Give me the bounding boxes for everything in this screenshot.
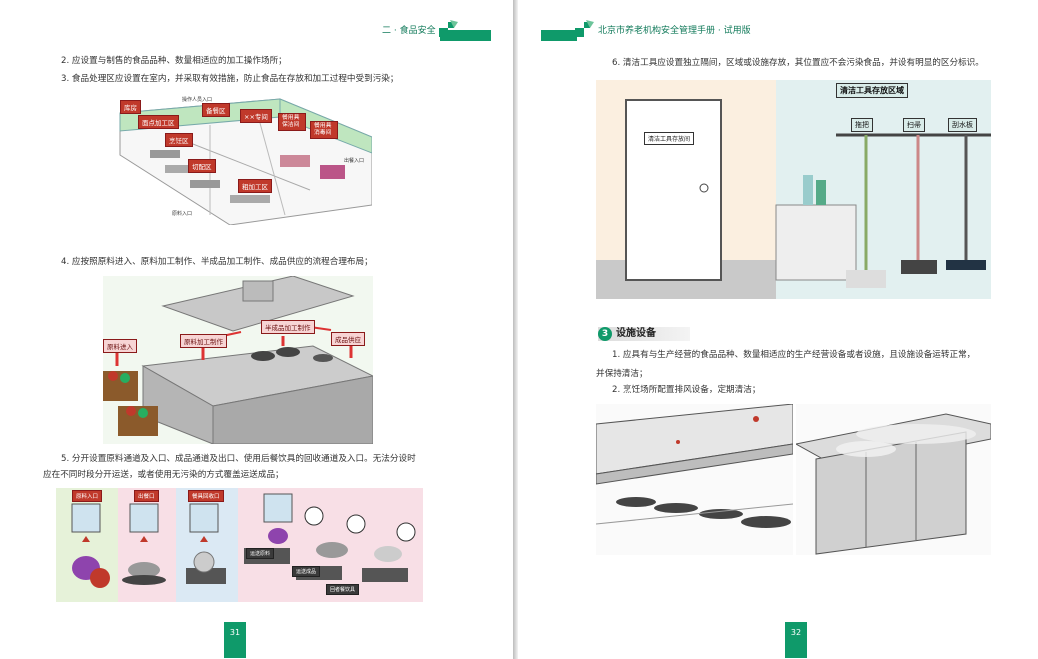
page-number: 32 [785,622,807,658]
label-door-raw: 原料入口 [72,490,103,502]
label-semi-processing: 半成品加工制作 [261,320,315,334]
label-storeroom: 库房 [120,100,141,114]
label-cutting: 切配区 [188,159,216,173]
header-title: 二 · 食品安全 [382,26,436,36]
workflow-figure: 原料进入 原料加工制作 半成品加工制作 成品供应 [103,276,373,444]
label-utensil-cleaning: 餐用具保洁间 [278,113,306,131]
door-sign: 清洁工具存放间 [644,132,695,145]
left-page: 二 · 食品安全 2. 应设置与制售的食品品种、数量相适应的加工操作场所； 3.… [0,0,513,659]
label-raw-input: 原料进入 [103,339,137,353]
tag-transport-raw: 运送原料 [246,548,275,559]
section-title: 设施设备 [616,328,656,339]
exhaust-hood-figure-2 [796,404,991,555]
label-door-meal: 出餐口 [134,490,159,502]
text-line-5: 应在不同时段分开运送，或者使用无污染的方式覆盖运送成品； [43,470,284,480]
label-mop: 拖把 [851,118,873,132]
kitchen-layout-figure: 库房 备餐区 ××专间 餐用具保洁间 餐用具消毒间 面点加工区 烹饪区 切配区 … [110,95,372,225]
label-cooking: 烹饪区 [165,133,193,147]
tag-recycle-utensils: 回者餐饮具 [326,584,360,595]
area-title-sign: 清洁工具存放区域 [836,83,908,98]
exhaust-hood-figure-1 [596,404,793,555]
section-heading-bg [598,327,690,341]
section-number-badge: 3 [598,327,612,341]
text-line-9: 2. 烹饪场所配置排风设备，定期清洁； [612,385,761,395]
channels-figure: 原料入口 出餐口 餐具回收口 运送原料 运送成品 回者餐饮具 [56,488,423,602]
label-meal-exit: 出餐入口 [344,158,365,164]
label-rough-processing: 粗加工区 [238,179,272,193]
text-line-6: 6. 清洁工具应设置独立隔间，区域或设施存放，其位置应不会污染食品，并设有明显的… [612,58,984,68]
label-finished-supply: 成品供应 [331,332,365,346]
label-pastry: 面点加工区 [138,115,179,129]
label-prep-serving: 备餐区 [202,103,230,117]
label-broom: 扫帚 [903,118,925,132]
label-raw-processing: 原料加工制作 [180,334,227,348]
label-special-room: ××专间 [240,109,272,123]
logo-icon [439,20,458,37]
label-door-recycle: 餐具回收口 [188,490,224,502]
label-utensil-disinfect: 餐用具消毒间 [310,121,338,139]
text-line-8: 并保持清洁； [596,369,648,379]
header-title: 北京市养老机构安全管理手册 · 试用版 [598,26,751,36]
label-staff-entrance: 操作人员入口 [182,97,213,103]
book-gutter [513,0,518,659]
cleaning-room-figure: 清洁工具存放间 清洁工具存放区域 拖把 扫帚 刮水板 [596,80,991,299]
header-bar [440,30,491,41]
logo-icon [575,20,594,37]
label-squeegee: 刮水板 [948,118,977,132]
header-bar [541,30,577,41]
text-line-3: 4. 应按照原料进入、原料加工制作、半成品加工制作、成品供应的流程合理布局； [61,257,373,267]
label-raw-entrance: 原料入口 [172,211,193,217]
right-page: 北京市养老机构安全管理手册 · 试用版 6. 清洁工具应设置独立隔间，区域或设施… [518,0,1038,659]
text-line-2: 3. 食品处理区应设置在室内，并采取有效措施，防止食品在存放和加工过程中受到污染… [61,74,399,84]
page-number: 31 [224,622,246,658]
text-line-4: 5. 分开设置原料通道及入口、成品通道及出口、使用后餐饮具的回收通道及入口。无法… [61,454,416,464]
text-line-1: 2. 应设置与制售的食品品种、数量相适应的加工操作场所； [61,56,287,66]
text-line-7: 1. 应具有与生产经营的食品品种、数量相适应的生产经营设备或者设施，且设施设备运… [612,350,976,360]
tag-transport-finished: 运送成品 [292,566,321,577]
